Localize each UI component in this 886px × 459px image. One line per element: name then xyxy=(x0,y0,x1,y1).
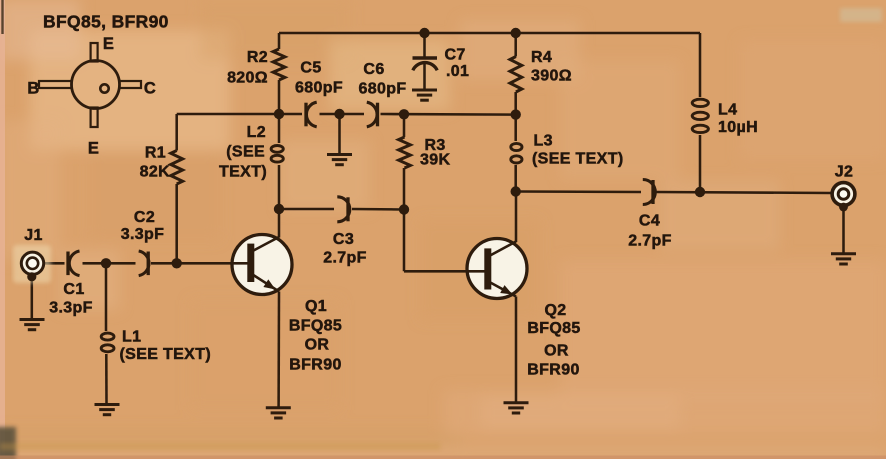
svg-text:39K: 39K xyxy=(420,152,450,169)
svg-text:C2: C2 xyxy=(134,209,155,226)
svg-text:J2: J2 xyxy=(835,164,854,181)
svg-text:C3: C3 xyxy=(333,231,354,248)
svg-text:Q2: Q2 xyxy=(544,302,566,319)
svg-text:BFR90: BFR90 xyxy=(527,362,579,379)
svg-text:L1: L1 xyxy=(122,329,141,346)
svg-text:3.3pF: 3.3pF xyxy=(121,226,165,243)
svg-text:.01: .01 xyxy=(446,63,469,80)
svg-text:R3: R3 xyxy=(425,137,446,154)
svg-text:C4: C4 xyxy=(639,213,660,230)
svg-text:2.7pF: 2.7pF xyxy=(628,233,672,250)
svg-text:82K: 82K xyxy=(140,164,170,181)
svg-text:680pF: 680pF xyxy=(295,80,343,97)
svg-text:BFQ85: BFQ85 xyxy=(289,318,342,335)
svg-text:2.7pF: 2.7pF xyxy=(323,250,367,267)
svg-text:OR: OR xyxy=(305,337,330,354)
svg-text:(SEE: (SEE xyxy=(226,144,265,161)
svg-text:390Ω: 390Ω xyxy=(531,68,572,85)
svg-text:L3: L3 xyxy=(534,133,553,150)
svg-text:J1: J1 xyxy=(24,227,43,244)
svg-text:BFQ85: BFQ85 xyxy=(527,320,580,337)
svg-text:(SEE TEXT): (SEE TEXT) xyxy=(532,151,624,168)
svg-text:C5: C5 xyxy=(300,60,321,77)
svg-text:Q1: Q1 xyxy=(305,298,327,315)
svg-text:L4: L4 xyxy=(718,102,737,119)
svg-text:BFQ85, BFR90: BFQ85, BFR90 xyxy=(43,12,169,32)
svg-text:820Ω: 820Ω xyxy=(227,70,268,87)
svg-text:C7: C7 xyxy=(445,47,466,64)
svg-text:680pF: 680pF xyxy=(359,81,407,98)
svg-text:E: E xyxy=(103,35,114,53)
svg-text:R1: R1 xyxy=(145,145,166,162)
svg-text:(SEE TEXT): (SEE TEXT) xyxy=(120,346,212,363)
svg-text:R4: R4 xyxy=(531,49,552,66)
svg-text:3.3pF: 3.3pF xyxy=(49,300,93,317)
svg-text:R2: R2 xyxy=(247,49,268,66)
svg-text:B: B xyxy=(27,80,39,98)
svg-text:BFR90: BFR90 xyxy=(289,357,341,374)
svg-text:C: C xyxy=(144,80,156,98)
svg-text:L2: L2 xyxy=(247,124,266,141)
svg-text:10µH: 10µH xyxy=(718,119,758,136)
svg-text:TEXT): TEXT) xyxy=(219,164,267,181)
svg-text:C6: C6 xyxy=(363,61,384,78)
svg-text:E: E xyxy=(88,140,99,158)
svg-text:OR: OR xyxy=(544,343,569,360)
svg-text:C1: C1 xyxy=(63,281,84,298)
